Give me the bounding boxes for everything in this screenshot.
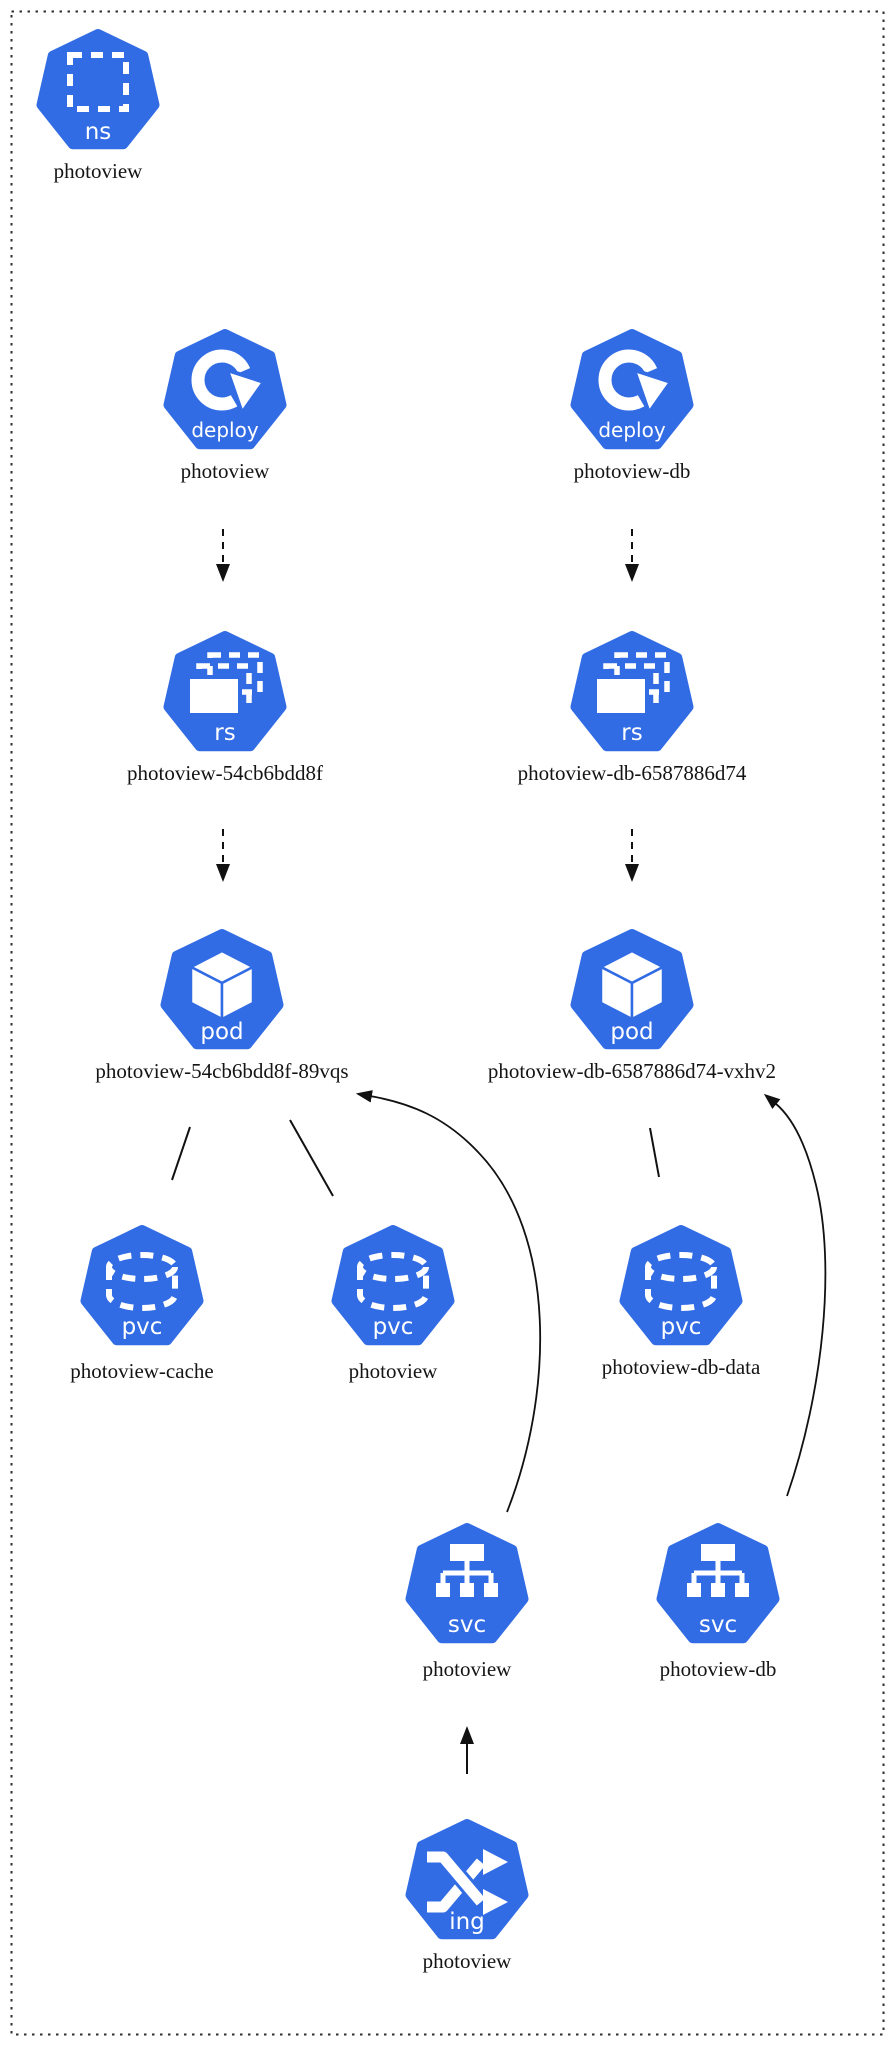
icon-kind-text: pod bbox=[200, 1019, 243, 1045]
icon-kind-text: deploy bbox=[191, 418, 258, 442]
node-pvc-photoview[interactable]: pvc bbox=[337, 1230, 450, 1340]
pod-icon bbox=[599, 949, 665, 1021]
node-label: photoview-54cb6bdd8f-89vqs bbox=[95, 1059, 348, 1083]
node-replicaset-photoview-db[interactable]: rs bbox=[576, 636, 689, 746]
pod-icon bbox=[189, 949, 255, 1021]
edge-pod-to-pvc-photoview-cache bbox=[171, 1126, 191, 1181]
node-pvc-photoview-cache[interactable]: pvc bbox=[86, 1230, 199, 1340]
node-label: photoview-db bbox=[660, 1657, 777, 1681]
node-replicaset-photoview[interactable]: rs bbox=[169, 636, 282, 746]
icon-kind-text: deploy bbox=[598, 418, 665, 442]
node-label: photoview-db bbox=[574, 459, 691, 483]
edge-pod-db-to-pvc-photoview-db-data bbox=[649, 1127, 660, 1178]
node-label: photoview bbox=[423, 1949, 512, 1973]
node-pvc-photoview-db-data[interactable]: pvc bbox=[625, 1230, 738, 1340]
node-label: photoview bbox=[181, 459, 270, 483]
node-deployment-photoview-db[interactable]: deploy bbox=[576, 334, 689, 444]
edge-svc-photoview-db-to-pod bbox=[763, 1093, 827, 1497]
node-label: photoview-cache bbox=[70, 1359, 213, 1383]
icon-kind-text: pvc bbox=[373, 1314, 414, 1340]
node-service-photoview[interactable]: svc bbox=[411, 1528, 524, 1638]
icon-kind-text: ing bbox=[449, 1909, 485, 1935]
node-service-photoview-db[interactable]: svc bbox=[662, 1528, 775, 1638]
edge-pod-to-pvc-photoview bbox=[289, 1119, 334, 1197]
node-pod-photoview-db[interactable]: pod bbox=[576, 934, 689, 1045]
node-deployment-photoview[interactable]: deploy bbox=[169, 334, 282, 444]
namespace-boundary bbox=[10, 10, 885, 2036]
node-pod-photoview[interactable]: pod bbox=[166, 934, 279, 1045]
icon-kind-text: pvc bbox=[122, 1314, 163, 1340]
node-label: photoview-db-6587886d74-vxhv2 bbox=[488, 1059, 776, 1083]
icon-kind-text: svc bbox=[699, 1612, 737, 1638]
node-label: photoview-db-6587886d74 bbox=[518, 761, 747, 785]
node-ingress-photoview[interactable]: ing bbox=[411, 1824, 524, 1935]
icon-kind-text: rs bbox=[214, 720, 235, 746]
icon-kind-text: rs bbox=[621, 720, 642, 746]
node-label: photoview-54cb6bdd8f bbox=[127, 761, 323, 785]
node-label: photoview-db-data bbox=[602, 1355, 761, 1379]
icon-kind-text: svc bbox=[448, 1612, 486, 1638]
icon-kind-text: pvc bbox=[661, 1314, 702, 1340]
node-namespace-photoview[interactable]: ns bbox=[42, 34, 155, 145]
node-label: photoview bbox=[349, 1359, 438, 1383]
icon-kind-text: pod bbox=[610, 1019, 653, 1045]
edge-svc-photoview-to-pod bbox=[355, 1090, 541, 1513]
icon-kind-text: ns bbox=[85, 119, 112, 145]
node-label: photoview bbox=[423, 1657, 512, 1681]
node-label: photoview bbox=[54, 159, 143, 183]
